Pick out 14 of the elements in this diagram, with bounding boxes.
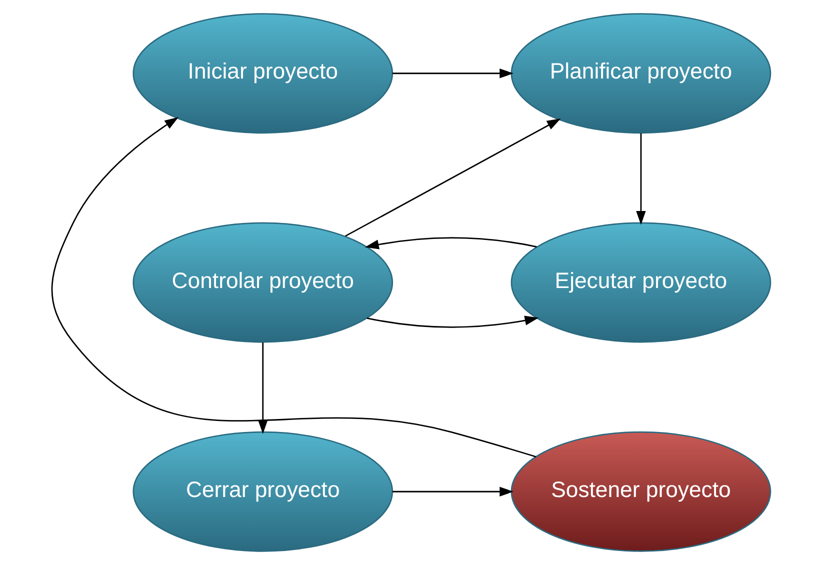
node-ellipse: Sostener proyecto (510, 431, 772, 552)
node-ellipse: Controlar proyecto (132, 222, 394, 343)
node-ellipse: Iniciar proyecto (132, 13, 394, 134)
arrow (392, 486, 514, 496)
arrow (636, 133, 646, 225)
arrow (392, 68, 514, 78)
arrow (364, 237, 537, 250)
node-ellipse: Cerrar proyecto (132, 431, 394, 552)
node-ellipse: Planificar proyecto (510, 13, 772, 134)
arrow (258, 342, 268, 434)
arrow (51, 117, 536, 458)
arrow (345, 118, 561, 237)
node-ellipse: Ejecutar proyecto (510, 222, 772, 343)
arrow (366, 316, 539, 328)
